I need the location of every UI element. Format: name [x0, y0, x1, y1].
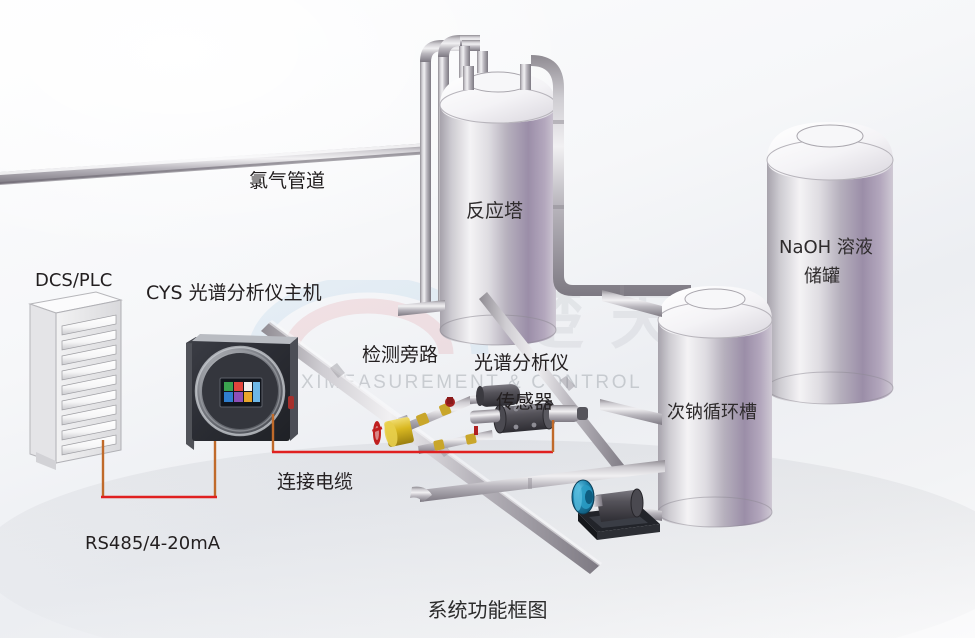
sodium-hypochlorite-circulation-tank [657, 286, 773, 528]
label-detection-bypass: 检测旁路 [362, 344, 439, 366]
label-dcs-plc: DCS/PLC [35, 270, 113, 291]
label-circulation-tank: 次钠循环槽 [667, 402, 757, 423]
label-naoh-tank-line1: NaOH 溶液 [779, 237, 873, 258]
chlorine-pipeline [0, 143, 430, 185]
centrifugal-pump [571, 479, 660, 540]
label-chlorine-pipeline: 氯气管道 [249, 170, 326, 192]
tower-side-outlet [398, 300, 445, 316]
label-connecting-cable: 连接电缆 [277, 471, 354, 493]
detection-bypass-assembly [371, 384, 588, 454]
rs485-cable [101, 440, 217, 499]
spectrometer-sensor [469, 400, 588, 434]
bypass-return-fittings [433, 426, 478, 451]
bypass-fittings [416, 397, 455, 426]
label-analyzer-host: CYS 光谱分析仪主机 [146, 282, 322, 304]
connecting-cable [271, 414, 555, 454]
label-reaction-tower: 反应塔 [466, 200, 524, 222]
label-signal-interface: RS485/4-20mA [85, 533, 221, 554]
pump-suction-pipe [420, 460, 665, 502]
cabinet-louvers [61, 314, 117, 456]
display-tiles [224, 382, 260, 402]
reaction-tower [439, 64, 557, 346]
cys-analyzer-host [186, 334, 298, 450]
diagram-caption: 系统功能框图 [427, 598, 548, 622]
label-naoh-tank-line2: 储罐 [804, 266, 840, 287]
sensor-return-pipe [479, 292, 628, 477]
label-spectro-analyzer: 光谱分析仪 [474, 352, 570, 374]
dcs-plc-cabinet [28, 291, 123, 470]
label-sensor: 传感器 [496, 391, 554, 413]
inline-filter [476, 384, 521, 407]
lower-pipe-elbow [410, 486, 432, 502]
tower-to-circulation-pipe [531, 55, 691, 296]
gate-valve [371, 417, 414, 447]
naoh-storage-tank [766, 122, 894, 405]
